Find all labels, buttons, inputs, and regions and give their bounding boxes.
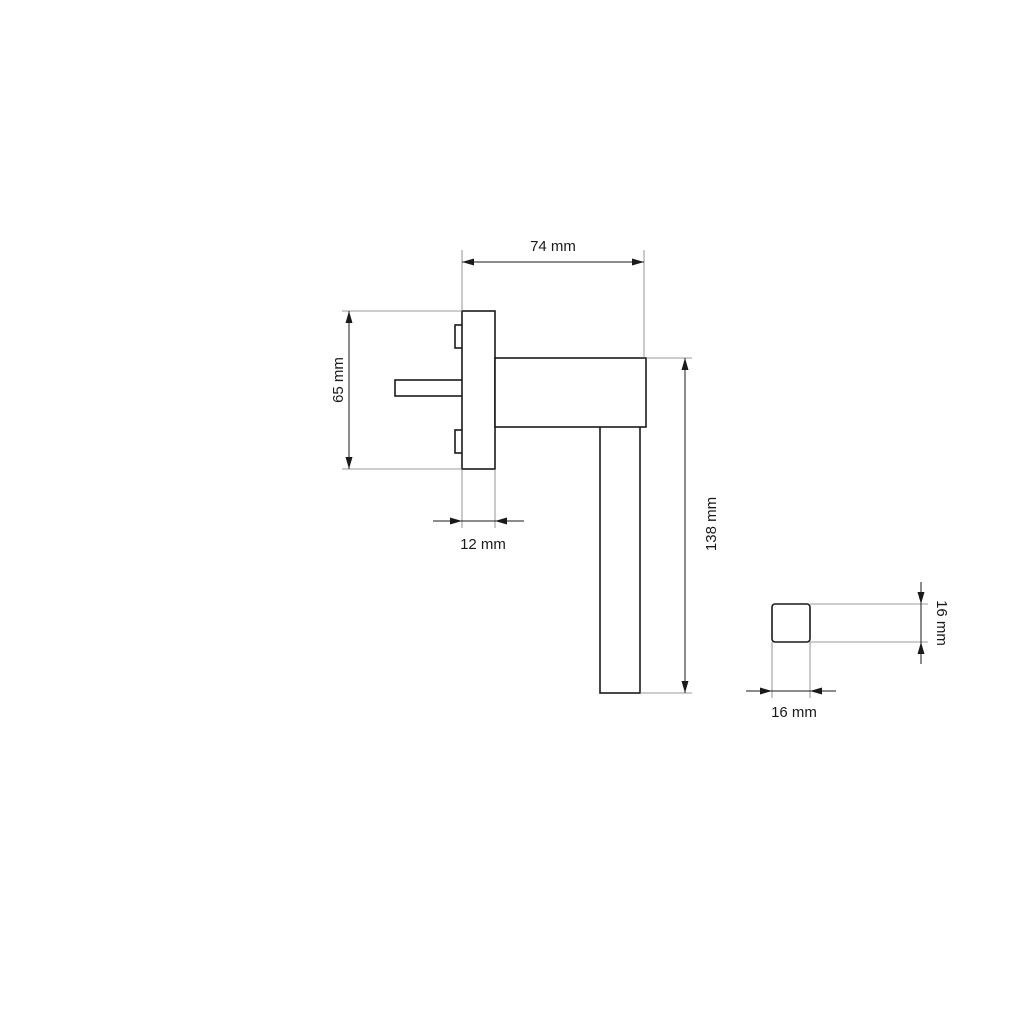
dimension-label-12: 12 mm bbox=[460, 536, 506, 553]
dimension-label-74: 74 mm bbox=[530, 238, 576, 255]
dimension-rosette-height: 65 mm bbox=[330, 310, 462, 470]
section-view bbox=[771, 603, 811, 643]
rosette-plate bbox=[461, 310, 496, 470]
dimension-section-width: 16 mm bbox=[746, 642, 836, 721]
dimension-label-16-horizontal: 16 mm bbox=[771, 704, 817, 721]
spindle bbox=[394, 379, 464, 397]
dimension-section-height: 16 mm bbox=[810, 582, 950, 664]
lever-grip bbox=[599, 424, 641, 694]
lever-neck bbox=[494, 357, 647, 428]
dimension-rosette-depth: 12 mm bbox=[433, 469, 524, 553]
dimension-lever-length: 138 mm bbox=[640, 357, 720, 694]
handle-side-view bbox=[394, 310, 647, 694]
dimension-label-65: 65 mm bbox=[330, 357, 347, 403]
dimension-label-16-vertical: 16 mm bbox=[933, 600, 950, 646]
dimension-width-total: 74 mm bbox=[461, 238, 645, 358]
dimension-label-138: 138 mm bbox=[703, 497, 720, 551]
square-section bbox=[771, 603, 811, 643]
